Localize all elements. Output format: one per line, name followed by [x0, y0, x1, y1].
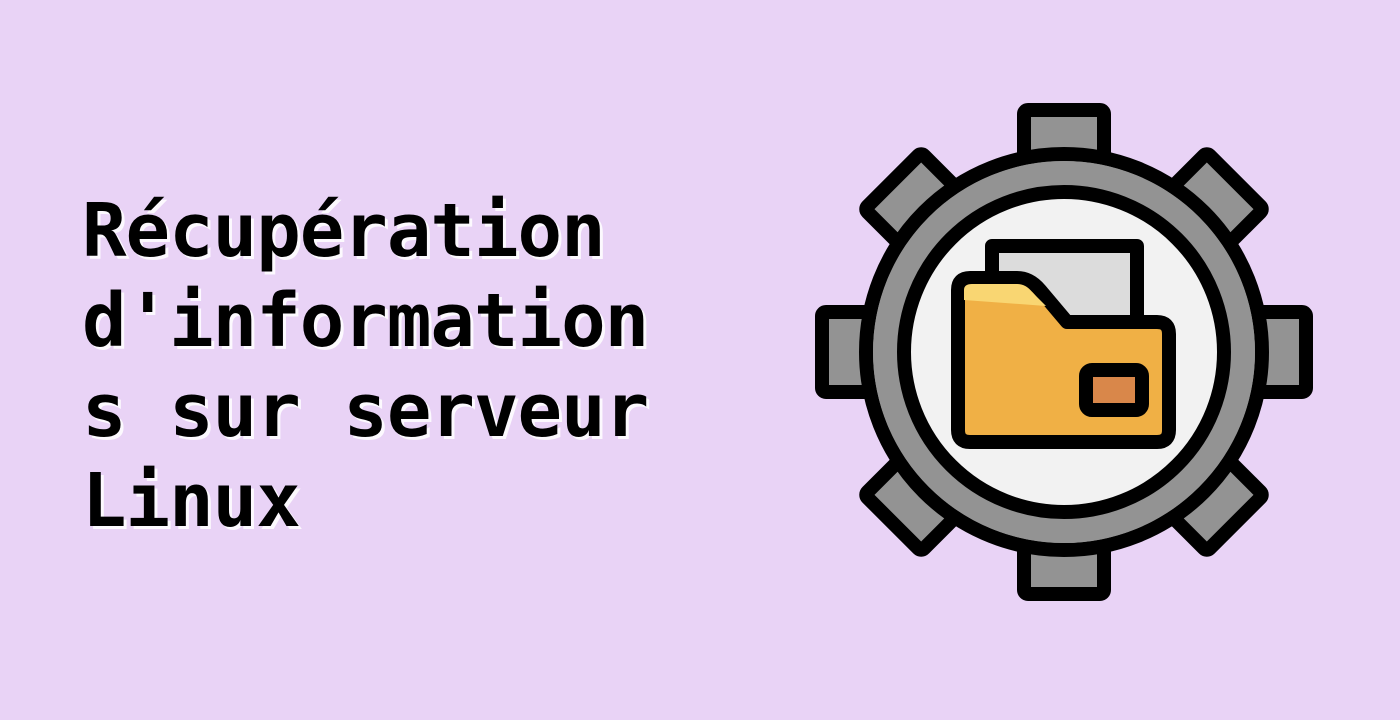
folder-tab [964, 284, 1046, 306]
title-line-2: d'information [82, 278, 649, 364]
folder-icon [951, 239, 1176, 449]
folder-label [1079, 363, 1149, 417]
title-line-4: Linux [82, 458, 301, 544]
gear-folder-icon [812, 100, 1316, 604]
title-line-1: Récupération [82, 188, 606, 274]
title-line-3: s sur serveur [82, 368, 649, 454]
page-title: Récupération d'information s sur serveur… [82, 186, 692, 546]
